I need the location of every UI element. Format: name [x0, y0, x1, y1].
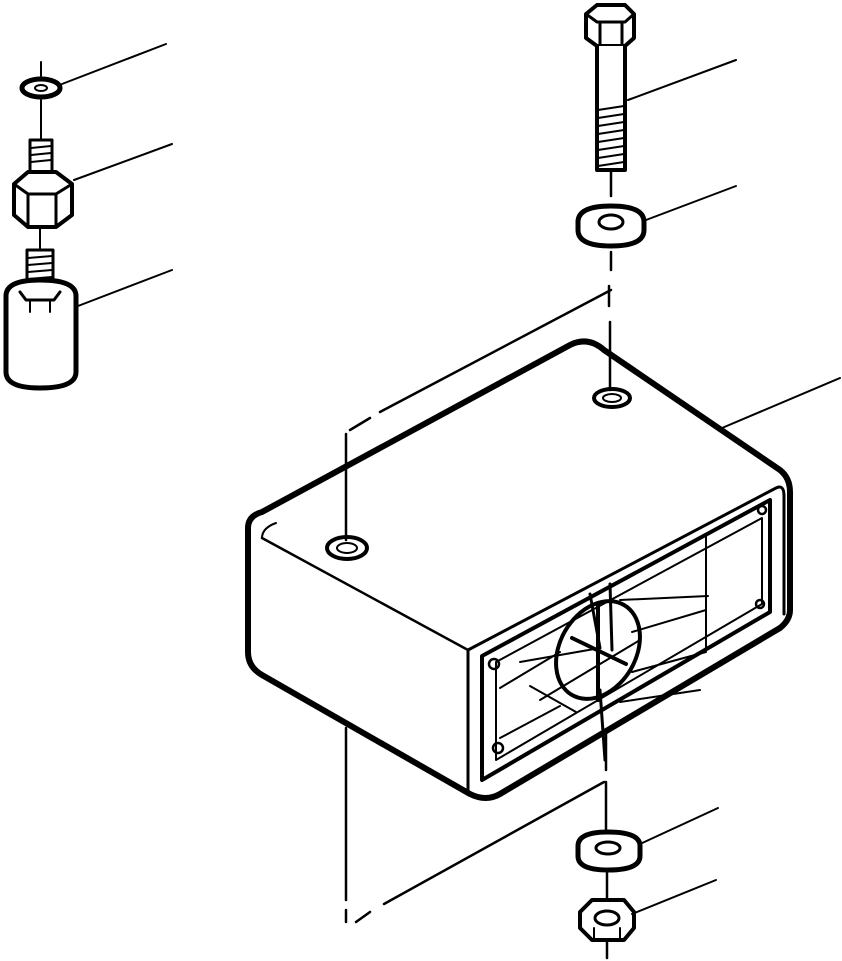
leader-cylindrical-plug	[77, 269, 173, 307]
leader-lock-washer	[639, 807, 719, 845]
hex-bolt-icon	[584, 3, 636, 172]
left-assembly-axis	[39, 61, 42, 251]
leader-mount-block	[721, 377, 841, 429]
hex-nut-icon	[578, 898, 636, 942]
leader-adapter-fitting	[73, 143, 173, 181]
leader-hex-bolt	[627, 59, 737, 101]
leader-hex-nut	[631, 879, 717, 915]
mount-block-icon	[245, 338, 793, 801]
leader-bolt-washer	[645, 185, 737, 221]
small-washer-icon	[19, 76, 63, 100]
adapter-fitting-icon	[12, 138, 74, 229]
cylindrical-plug-icon	[3, 248, 79, 391]
leader-small-washer	[61, 43, 167, 85]
bolt-washer-icon	[575, 203, 647, 249]
leader-lines	[61, 43, 841, 915]
assembly-center-lines	[344, 170, 613, 960]
lock-washer-icon	[575, 829, 643, 873]
